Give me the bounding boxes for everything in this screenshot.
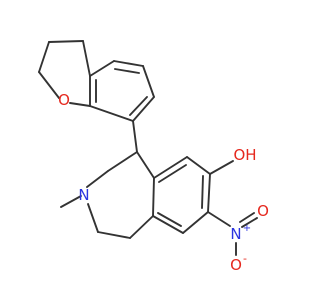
bond: [207, 211, 231, 227]
bond: [97, 231, 131, 239]
amine-nitrogen-label: N: [78, 186, 89, 204]
bond: [186, 156, 211, 175]
bond: [239, 212, 255, 223]
nitro-minus-charge: -: [243, 252, 247, 265]
bond: [129, 96, 148, 116]
bond: [153, 156, 188, 179]
bond: [38, 71, 60, 99]
bond: [48, 40, 84, 43]
bond: [142, 65, 155, 98]
nitro-nitrogen-label: N: [230, 225, 241, 243]
ring-oxygen-label: O: [58, 91, 70, 109]
bond: [107, 151, 138, 172]
bond: [132, 96, 155, 122]
structure-canvas: O OH N N + O O -: [38, 40, 269, 274]
atom-labels: O OH N N + O O -: [58, 91, 269, 274]
nitro-plus-charge: +: [243, 223, 251, 234]
bond: [82, 40, 91, 77]
bond: [157, 212, 182, 227]
bond: [86, 170, 109, 188]
bond: [114, 68, 140, 74]
bond: [152, 177, 155, 217]
bond: [129, 215, 154, 239]
bond: [201, 175, 204, 209]
bonds: [38, 40, 258, 256]
bond: [136, 151, 155, 179]
bond: [207, 173, 211, 213]
bond: [69, 102, 91, 107]
bond: [209, 160, 234, 175]
molecule-diagram: O OH N N + O O -: [38, 40, 269, 274]
bond: [89, 105, 134, 122]
nitro-oxygen-top-label: O: [257, 202, 269, 220]
bond: [152, 215, 184, 234]
nitro-oxygen-bottom-label: O: [230, 256, 242, 274]
bond: [38, 41, 50, 73]
bond: [87, 203, 99, 233]
bond: [241, 217, 258, 228]
bond: [182, 211, 209, 234]
bond: [89, 60, 115, 77]
hydroxyl-label: OH: [233, 146, 256, 164]
bond: [113, 60, 144, 67]
bond: [132, 120, 138, 153]
bond: [158, 164, 187, 183]
bond: [60, 195, 82, 208]
